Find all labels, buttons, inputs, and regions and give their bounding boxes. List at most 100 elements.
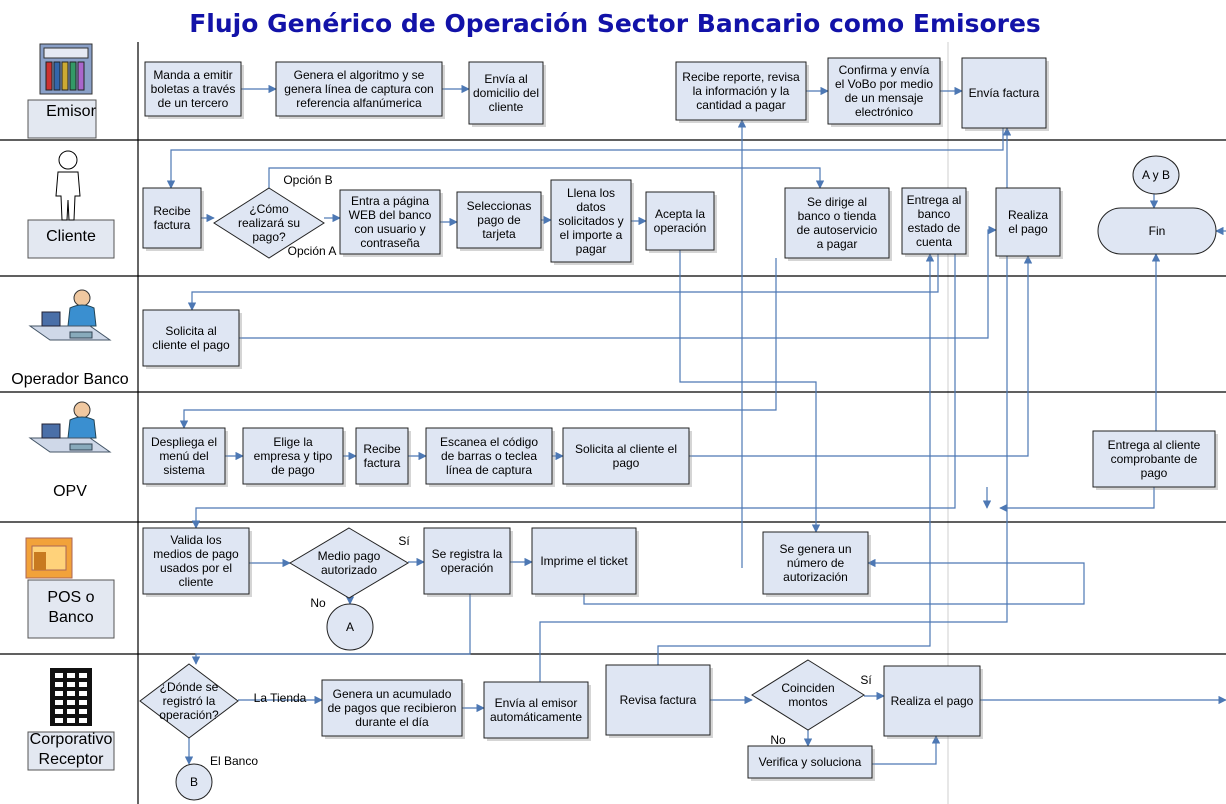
node-cB: B xyxy=(175,763,213,801)
node-c2-shape xyxy=(339,189,441,255)
flow-line xyxy=(657,253,935,665)
node-r5: Verifica y soluciona xyxy=(747,745,875,781)
node-r5-shape xyxy=(747,745,873,779)
node-p6-shape xyxy=(1092,430,1216,488)
flow-line xyxy=(239,225,997,339)
flow-line xyxy=(191,254,956,529)
office-building-icon xyxy=(50,668,92,726)
node-fin-text: Fin xyxy=(1149,224,1166,238)
node-cA-text: A xyxy=(346,620,354,634)
node-c5-shape xyxy=(645,191,715,251)
node-n1-shape xyxy=(144,61,242,117)
edge-label-e8: No xyxy=(770,733,786,747)
node-p3-shape xyxy=(355,427,409,485)
node-r4-text: Realiza el pago xyxy=(891,694,974,708)
edge-label-e1: Opción B xyxy=(283,173,332,187)
lane-corp-label-box xyxy=(27,731,115,771)
node-d3-shape xyxy=(139,663,239,739)
node-c6-shape xyxy=(784,187,890,259)
edge-label-e3: Sí xyxy=(398,534,410,548)
node-c8-shape xyxy=(995,187,1061,257)
edge-label-e2: Opción A xyxy=(288,244,337,258)
flow-line xyxy=(689,255,1033,457)
node-p2-shape xyxy=(242,427,344,485)
node-d1-shape xyxy=(213,187,325,259)
building-books-icon xyxy=(39,43,93,95)
flow-lines xyxy=(166,84,1226,765)
lane-pos-label-box xyxy=(27,579,115,639)
node-s2-shape xyxy=(423,527,511,595)
node-n3-shape xyxy=(468,61,544,125)
node-r3: Revisa factura xyxy=(605,664,713,738)
node-n6-text: Envía factura xyxy=(969,86,1040,100)
lane-emisor-label: Emisor xyxy=(46,103,96,120)
node-n2-shape xyxy=(275,61,443,117)
flow-line xyxy=(679,250,821,533)
edge-label-e4: No xyxy=(310,596,326,610)
flow-line xyxy=(166,128,1004,189)
node-cA-shape xyxy=(326,603,374,651)
node-n6: Envía factura xyxy=(961,57,1049,131)
node-s3-shape xyxy=(531,527,637,595)
node-p4-shape xyxy=(425,427,553,485)
store-icon xyxy=(25,537,73,579)
node-r2-shape xyxy=(483,681,589,739)
operator-desk-icon xyxy=(28,289,112,341)
flow-line xyxy=(999,487,1155,513)
node-o1-shape xyxy=(142,309,240,367)
node-fin-shape xyxy=(1097,207,1217,255)
node-s3-text: Imprime el ticket xyxy=(540,554,628,568)
node-r1-shape xyxy=(321,679,463,737)
flow-line xyxy=(268,167,825,189)
lane-cliente-label-box xyxy=(27,219,115,259)
node-c3-shape xyxy=(456,191,542,249)
edge-label-e5: La Tienda xyxy=(254,691,307,705)
node-s1-shape xyxy=(142,527,250,595)
node-p1-shape xyxy=(142,427,226,485)
edge-label-e6: El Banco xyxy=(210,754,258,768)
node-r3-shape xyxy=(605,664,711,736)
node-cAB: A y B xyxy=(1132,155,1180,195)
lane-opv-label: OPV xyxy=(53,483,87,500)
operator-desk-icon xyxy=(28,401,112,453)
node-r3-text: Revisa factura xyxy=(620,693,697,707)
node-r4-shape xyxy=(883,665,981,737)
node-fin: Fin xyxy=(1097,207,1217,255)
edge-label-e7: Sí xyxy=(860,673,872,687)
node-cB-shape xyxy=(175,763,213,801)
node-cB-text: B xyxy=(190,775,198,789)
flow-line xyxy=(539,127,1012,682)
